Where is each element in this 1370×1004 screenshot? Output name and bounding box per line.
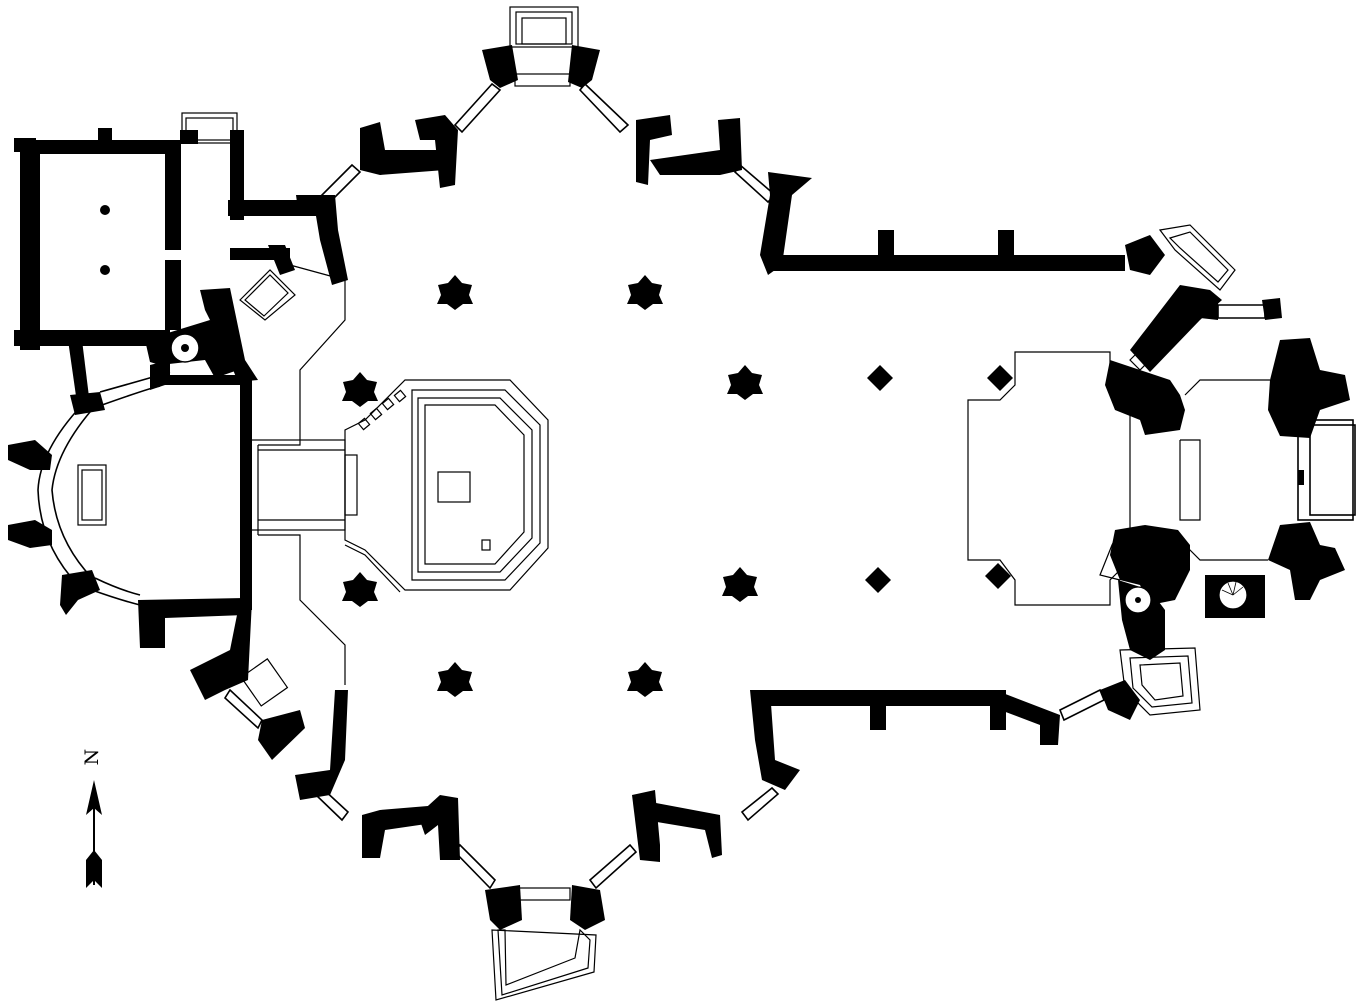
pier bbox=[437, 275, 473, 310]
nave-piers bbox=[342, 275, 1013, 697]
west-spiral-stair bbox=[145, 245, 346, 382]
north-arrow-icon bbox=[86, 780, 102, 888]
sacristy-room bbox=[14, 112, 318, 350]
octagonal-pulpit bbox=[244, 379, 549, 593]
east-nave-walls bbox=[760, 230, 1125, 745]
compass-label: N bbox=[81, 748, 103, 766]
pier bbox=[865, 567, 891, 593]
east-apse bbox=[1099, 224, 1356, 720]
pier bbox=[987, 365, 1013, 391]
choir-platform bbox=[967, 351, 1131, 606]
pier bbox=[867, 365, 893, 391]
west-apse bbox=[8, 340, 252, 648]
pier bbox=[727, 365, 763, 400]
pier bbox=[985, 563, 1011, 589]
central-nave-walls bbox=[190, 6, 812, 1001]
pier bbox=[342, 372, 378, 407]
sacristy-column bbox=[100, 265, 110, 275]
pier bbox=[437, 662, 473, 697]
sacristy-column bbox=[100, 205, 110, 215]
pier bbox=[722, 567, 758, 602]
pier bbox=[627, 275, 663, 310]
pier bbox=[342, 572, 378, 607]
pier bbox=[627, 662, 663, 697]
nave-outline bbox=[244, 280, 346, 685]
